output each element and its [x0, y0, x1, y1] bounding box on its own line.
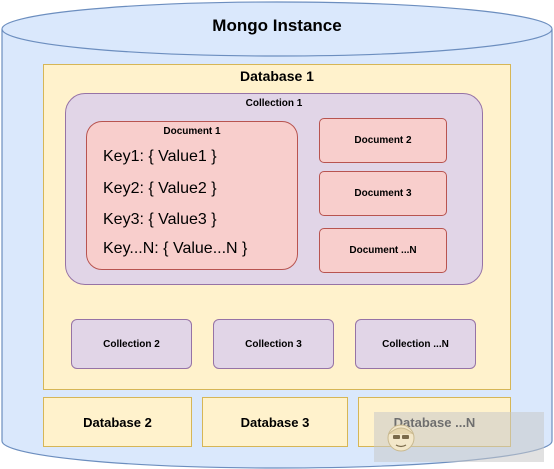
database-2-box: Database 2: [43, 397, 192, 447]
collection-n-box: Collection ...N: [355, 319, 476, 369]
document-2-box: Document 2: [319, 118, 447, 163]
key-value-pair: Key2: { Value2 }: [103, 180, 217, 197]
document-1-label: Document 1: [163, 126, 221, 137]
avatar-face-icon: [387, 424, 415, 452]
collection-1-label: Collection 1: [245, 98, 303, 109]
key-value-pair: Key3: { Value3 }: [103, 211, 217, 228]
database-1-label: Database 1: [240, 68, 314, 84]
document-n-box: Document ...N: [319, 228, 447, 273]
document-1-box: [86, 121, 298, 270]
key-value-pair: Key...N: { Value...N }: [103, 240, 248, 257]
collection-2-box: Collection 2: [71, 319, 192, 369]
document-3-box: Document 3: [319, 171, 447, 216]
instance-title: Mongo Instance: [212, 16, 342, 35]
collection-3-box: Collection 3: [213, 319, 334, 369]
database-3-box: Database 3: [202, 397, 348, 447]
key-value-pair: Key1: { Value1 }: [103, 148, 217, 165]
